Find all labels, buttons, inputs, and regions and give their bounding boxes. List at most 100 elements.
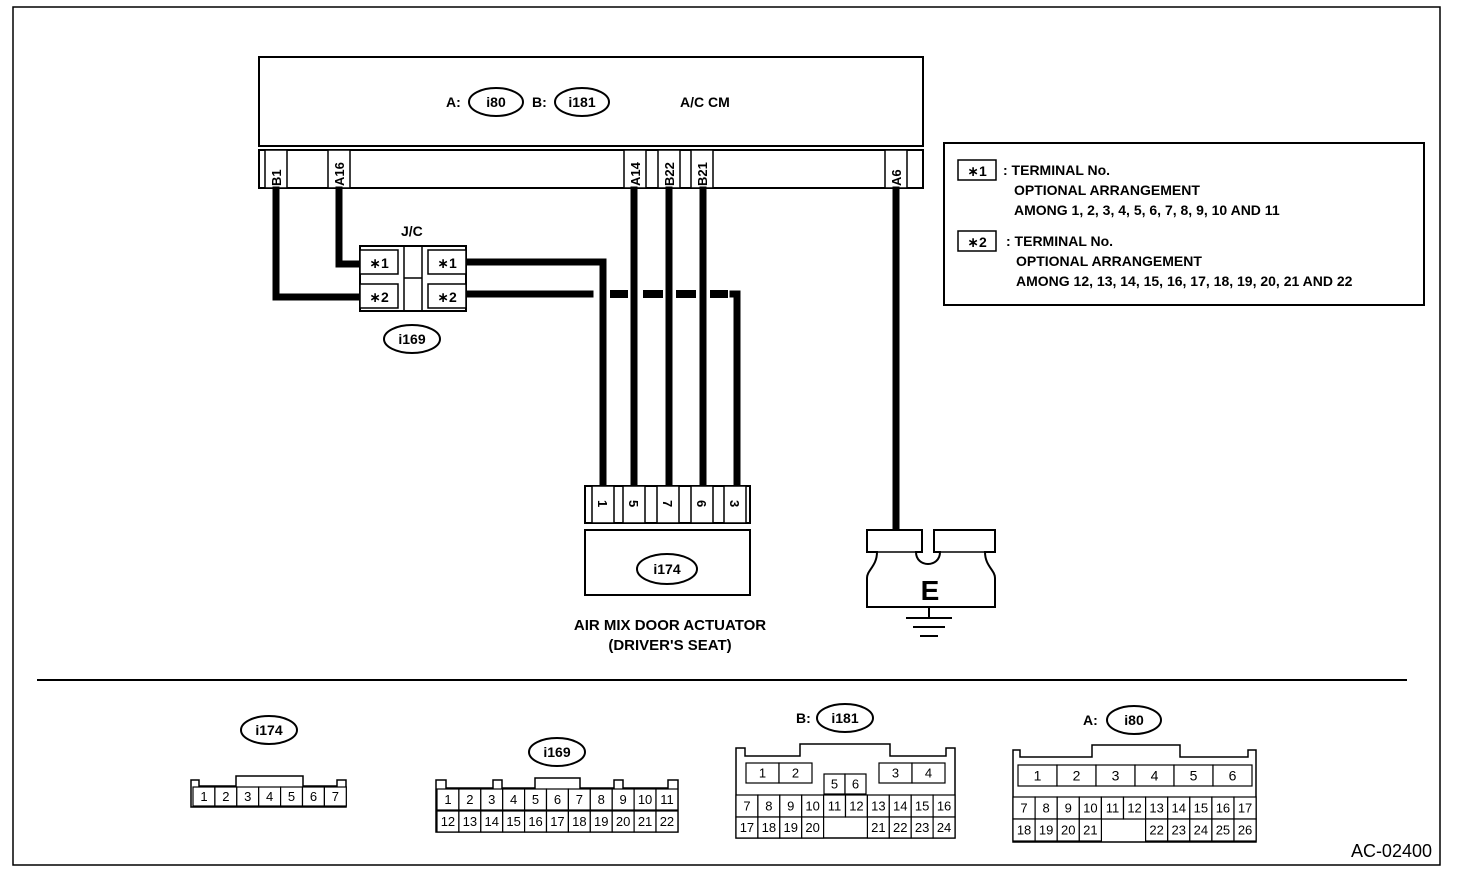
terminal-number: 18	[572, 814, 586, 829]
wire-a16	[335, 186, 364, 268]
legend-text: : TERMINAL No.	[1003, 162, 1110, 178]
terminal-number: 3	[892, 766, 899, 781]
connector-id-oval	[240, 715, 298, 745]
terminal-number: 21	[1083, 823, 1097, 838]
terminal-number: 18	[762, 820, 776, 835]
connector-view-label: i181	[831, 710, 858, 726]
air-mix-door-actuator: 1 5 7 6 3 i174 AIR MIX DOOR ACTUATOR (DR…	[574, 485, 766, 654]
terminal-number: 16	[1216, 801, 1230, 816]
terminal-number: 23	[915, 820, 929, 835]
terminal-number: 6	[554, 792, 561, 807]
terminal-number: 13	[1149, 801, 1163, 816]
terminal-number: 22	[893, 820, 907, 835]
terminal-number: 9	[1065, 801, 1072, 816]
ground-label: E	[921, 575, 940, 606]
pin-label: 7	[660, 500, 675, 507]
pin-label: A14	[628, 161, 643, 186]
pin-label: A16	[332, 162, 347, 186]
terminal-number: 12	[1127, 801, 1141, 816]
terminal-number: 9	[620, 792, 627, 807]
terminal-number: 20	[1061, 823, 1075, 838]
jc-pin: ∗1	[437, 255, 457, 271]
page-frame	[12, 6, 1441, 866]
terminal-number: 12	[849, 799, 863, 814]
terminal-number: 8	[598, 792, 605, 807]
terminal-number: 7	[576, 792, 583, 807]
terminal-number: 5	[1190, 768, 1198, 784]
connector-view-label: i169	[543, 744, 570, 760]
terminal-number: 8	[765, 799, 772, 814]
terminal-number: 1	[1034, 768, 1042, 784]
terminal-number: 26	[1238, 823, 1252, 838]
terminal-number: 13	[463, 814, 477, 829]
terminal-number: 7	[1020, 801, 1027, 816]
terminal-number: 5	[288, 789, 295, 804]
jc-pin: ∗2	[369, 289, 389, 305]
pin-label: 6	[694, 500, 709, 507]
connector-view-label: i174	[255, 722, 282, 738]
ground-terminal: E	[866, 529, 996, 637]
wire-jc-2-end	[729, 290, 741, 489]
jc-pin: ∗1	[369, 255, 389, 271]
terminal-number: 20	[805, 820, 819, 835]
terminal-number: 3	[1112, 768, 1120, 784]
terminal-number: 5	[532, 792, 539, 807]
terminal-number: 2	[466, 792, 473, 807]
connector-a-id: i80	[486, 94, 506, 110]
pin-label: 1	[595, 500, 610, 507]
terminal-number: 23	[1172, 823, 1186, 838]
connector-b-prefix: B:	[532, 94, 547, 110]
terminal-number: 24	[937, 820, 951, 835]
terminal-number: 17	[1238, 801, 1252, 816]
terminal-number: 1	[444, 792, 451, 807]
terminal-number: 12	[441, 814, 455, 829]
terminal-cell	[655, 810, 679, 833]
terminal-number: 6	[310, 789, 317, 804]
pin-label: 3	[727, 500, 742, 507]
terminal-number: 1	[759, 766, 766, 781]
jc-label: J/C	[401, 223, 423, 239]
terminal-number: 1	[200, 789, 207, 804]
terminal-number: 3	[244, 789, 251, 804]
terminal-cell	[801, 816, 825, 839]
terminal-cell	[911, 762, 946, 784]
connector-view-label: i80	[1124, 712, 1144, 728]
pin-label: B21	[695, 162, 710, 186]
legend-text: AMONG 12, 13, 14, 15, 16, 17, 18, 19, 20…	[1016, 273, 1353, 289]
legend-box: ∗1 : TERMINAL No. OPTIONAL ARRANGEMENT A…	[943, 142, 1425, 306]
ac-control-module: A: i80 B: i181 A/C CM B1 A16 A14 B22 B21…	[258, 56, 924, 189]
terminal-number: 24	[1194, 823, 1208, 838]
actuator-name: AIR MIX DOOR ACTUATOR	[574, 617, 766, 634]
connector-view-prefix: A:	[1083, 712, 1098, 728]
wire-dash-segments	[610, 290, 728, 298]
terminal-number: 20	[616, 814, 630, 829]
terminal-number: 10	[638, 792, 652, 807]
terminal-number: 17	[550, 814, 564, 829]
terminal-number: 11	[828, 799, 842, 814]
connector-a-prefix: A:	[446, 94, 461, 110]
terminal-number: 19	[594, 814, 608, 829]
terminal-number: 9	[787, 799, 794, 814]
terminal-cell	[932, 816, 956, 839]
legend-text: : TERMINAL No.	[1006, 233, 1113, 249]
terminal-number: 2	[222, 789, 229, 804]
terminal-number: 3	[488, 792, 495, 807]
terminal-number: 7	[332, 789, 339, 804]
legend-mark: ∗1	[967, 163, 987, 179]
terminal-number: 13	[871, 799, 885, 814]
terminal-number: 2	[1073, 768, 1081, 784]
module-title: A/C CM	[680, 94, 730, 110]
terminal-number: 21	[871, 820, 885, 835]
pin-label: A6	[889, 169, 904, 186]
terminal-number: 7	[743, 799, 750, 814]
wire-jc-1	[462, 258, 607, 489]
terminal-number: 15	[1194, 801, 1208, 816]
terminal-cell	[323, 786, 347, 807]
actuator-connector-id: i174	[653, 561, 680, 577]
terminal-number: 14	[485, 814, 499, 829]
pin-label: B1	[269, 169, 284, 186]
